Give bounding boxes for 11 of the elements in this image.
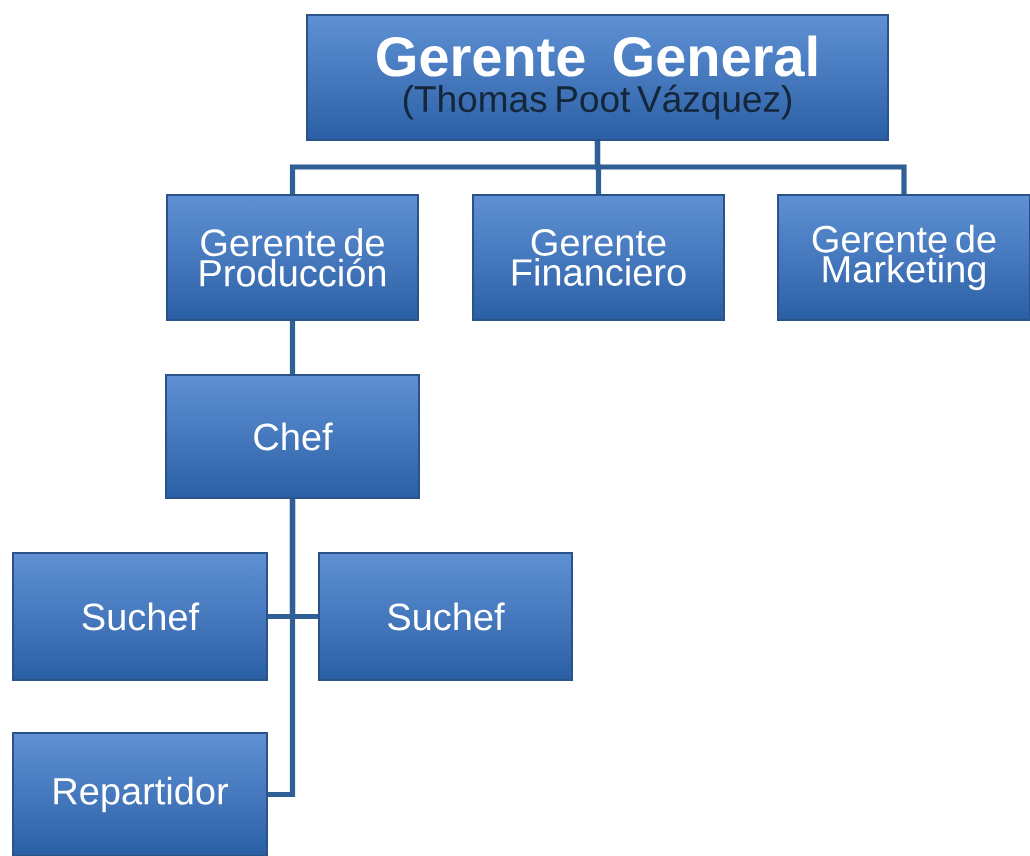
position-box: Gerente Financiero xyxy=(472,194,725,321)
position-box: Suchef xyxy=(318,552,573,681)
connector-line xyxy=(289,321,296,374)
position-box: Gerente de Producción xyxy=(166,194,419,321)
connector-line xyxy=(594,141,907,194)
position-box: Gerente de Marketing xyxy=(777,194,1030,321)
position-box: Chef xyxy=(165,374,420,499)
position-box: Gerente General (Thomas Poot Vázquez) xyxy=(306,14,889,141)
connector-line xyxy=(268,499,296,798)
position-box: Suchef xyxy=(12,552,268,681)
position-box: Repartidor xyxy=(12,732,268,856)
